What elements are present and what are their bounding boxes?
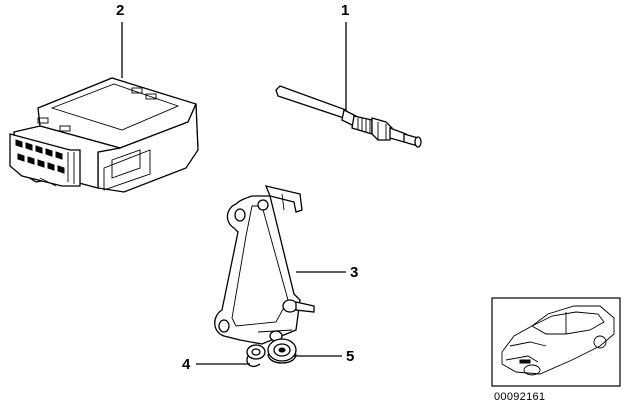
clip-icon bbox=[246, 344, 266, 368]
callout-4: 4 bbox=[182, 356, 191, 373]
vehicle-thumbnail bbox=[491, 297, 621, 387]
callout-5: 5 bbox=[346, 348, 355, 365]
grommet-icon bbox=[267, 338, 297, 364]
control-unit-icon bbox=[9, 77, 199, 193]
callout-1: 1 bbox=[341, 2, 350, 19]
bracket-icon bbox=[214, 185, 315, 345]
thumbnail-frame bbox=[491, 297, 621, 387]
callout-3: 3 bbox=[350, 264, 359, 281]
document-id: 00092161 bbox=[494, 391, 546, 403]
car-silhouette-icon bbox=[501, 305, 615, 376]
glow-plug-icon bbox=[275, 85, 422, 148]
callout-2: 2 bbox=[116, 2, 125, 19]
